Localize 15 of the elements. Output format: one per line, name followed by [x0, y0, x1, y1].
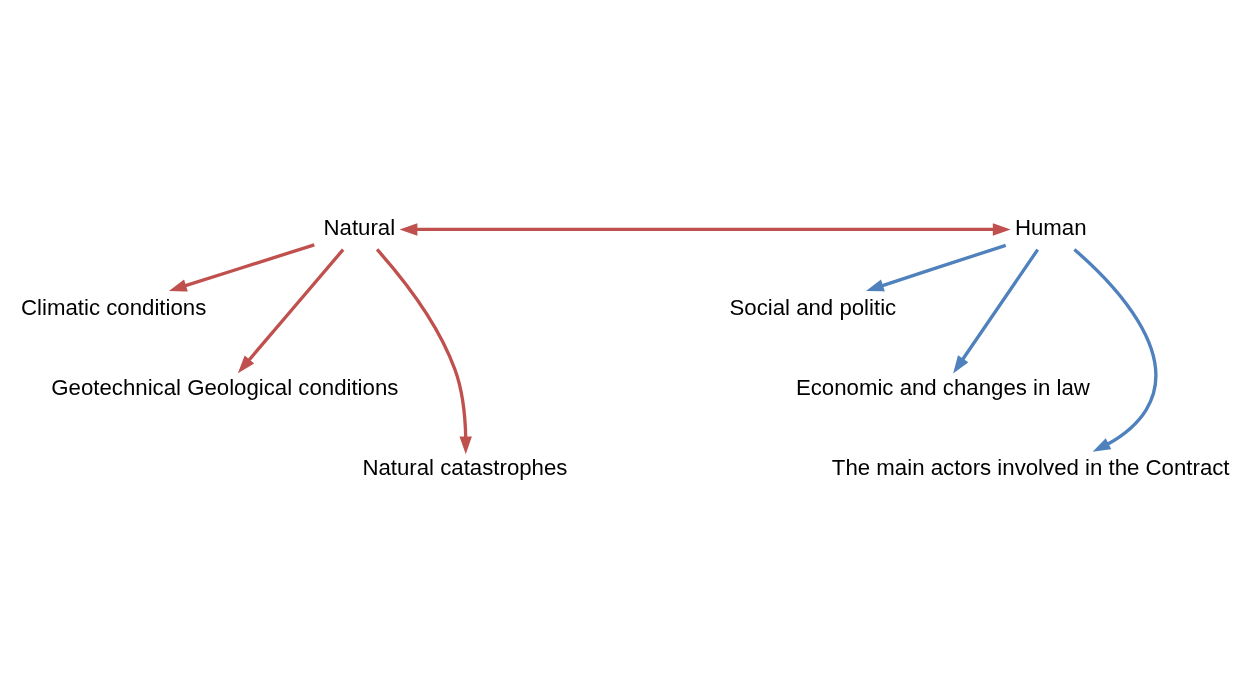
arrow	[168, 242, 315, 291]
node-text: Climatic conditions	[21, 294, 207, 320]
arrow	[1073, 247, 1158, 452]
node-text: Human	[1014, 214, 1087, 240]
arrow	[953, 248, 1040, 373]
arrow	[375, 247, 472, 454]
node-text: Geotechnical Geological conditions	[51, 374, 399, 400]
node-text: Social and politic	[729, 294, 897, 320]
arrow	[237, 248, 345, 373]
node-text: Natural	[323, 214, 396, 240]
arrow	[865, 243, 1007, 291]
node-text: Natural catastrophes	[362, 454, 568, 480]
node-text: Economic and changes in law	[795, 374, 1090, 400]
arrow	[399, 222, 1011, 236]
node-text: The main actors involved in the Contract	[831, 454, 1230, 480]
